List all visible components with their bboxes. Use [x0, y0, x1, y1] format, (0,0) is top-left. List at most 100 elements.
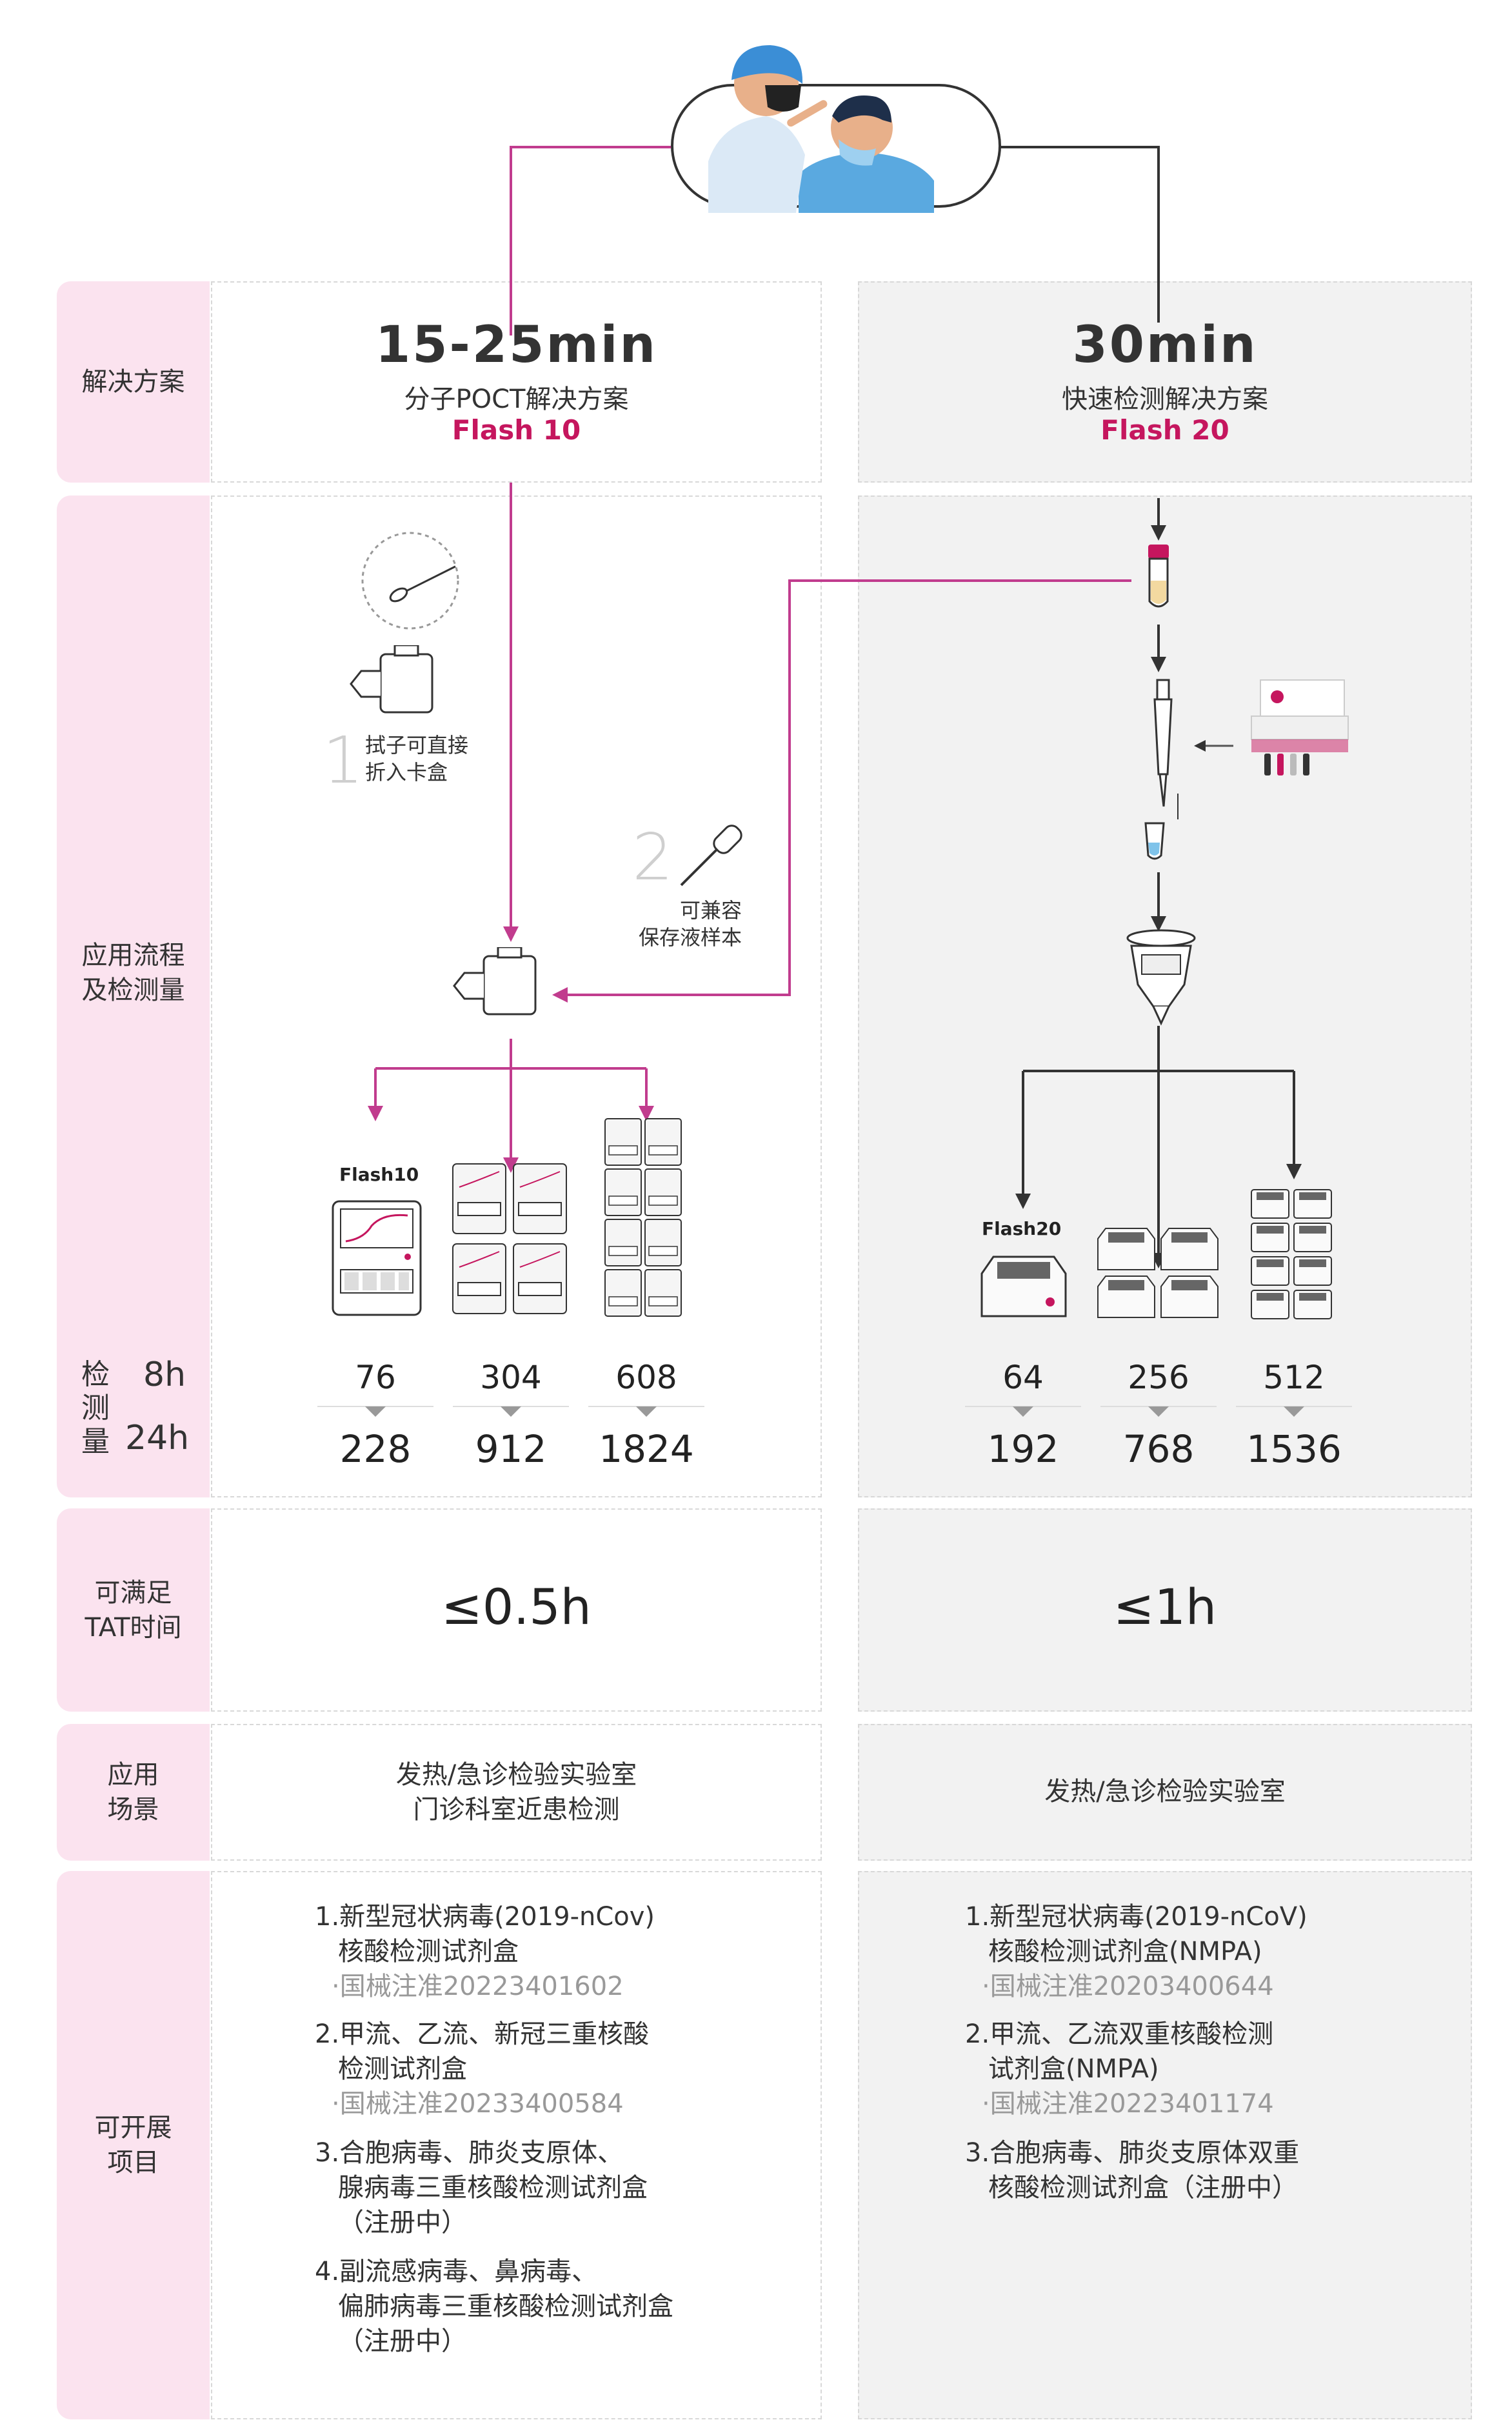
panel-left-solution: [211, 281, 822, 483]
right-project-1-line-3: ·国械注准20203400644: [982, 1972, 1274, 2001]
step2-line1: 可兼容: [679, 898, 742, 923]
left-project-3-line-1: 3.合胞病毒、肺炎支原体、: [315, 2138, 624, 2168]
label-process-line1: 应用流程: [81, 941, 185, 970]
right-count-8h-1: 256: [1128, 1359, 1189, 1396]
right-time: 30min: [1072, 316, 1258, 374]
flash10-label: Flash10: [339, 1164, 419, 1185]
right-count-8h-0: 64: [1002, 1359, 1044, 1396]
right-project-2: 2.甲流、乙流双重核酸检测试剂盒(NMPA) ·国械注准20223401174: [965, 2017, 1274, 2121]
step2-text: 可兼容 保存液样本: [632, 897, 742, 951]
left-scene: 发热/急诊检验实验室 门诊科室近患检测: [211, 1757, 822, 1827]
left-count-8h-2: 608: [615, 1359, 677, 1396]
flash20-device-single: [980, 1256, 1067, 1317]
label-process-line2: 及检测量: [81, 975, 185, 1005]
label-solution-text: 解决方案: [81, 367, 185, 397]
label-scene-line1: 应用: [107, 1760, 159, 1790]
left-project-4-line-2: 偏肺病毒三重核酸检测试剂盒: [338, 2292, 673, 2321]
left-project-2-line-2: 检测试剂盒: [338, 2054, 467, 2084]
right-project-3-line-2: 核酸检测试剂盒（注册中）: [988, 2173, 1298, 2203]
step1-line1: 拭子可直接: [365, 733, 469, 757]
left-count-24h-0: 228: [339, 1427, 412, 1471]
label-tat-line2: TAT时间: [85, 1612, 182, 1643]
connector-top-right: [999, 146, 1160, 323]
cartridge-icon-right: [1126, 929, 1196, 1026]
swab-icon: [361, 532, 459, 630]
panel-left-tat: [211, 1508, 822, 1712]
flow-left-split: [375, 1039, 646, 1070]
left-project-2-line-1: 2.甲流、乙流、新冠三重核酸: [315, 2019, 650, 2049]
left-product: Flash 10: [452, 414, 581, 446]
label-projects-line2: 项目: [107, 2148, 159, 2177]
left-count-24h-2: 1824: [599, 1427, 694, 1471]
right-scene: 发热/急诊检验实验室: [1044, 1777, 1286, 1806]
cartridge-icon-step1: [350, 645, 433, 714]
step1-line2: 折入卡盒: [365, 760, 448, 785]
label-detection-24h: 24h: [125, 1419, 190, 1457]
label-detection-char2: 测: [81, 1392, 110, 1425]
label-tat-line1: 可满足: [94, 1577, 172, 1608]
left-project-3: 3.合胞病毒、肺炎支原体、腺病毒三重核酸检测试剂盒（注册中）: [315, 2136, 648, 2240]
left-project-4-line-3: （注册中）: [338, 2326, 467, 2356]
right-count-24h-1: 768: [1122, 1427, 1195, 1471]
patient-icon: [799, 95, 934, 213]
right-project-1: 1.新型冠状病毒(2019-nCoV) 核酸检测试剂盒(NMPA) ·国械注准202…: [965, 1899, 1308, 2004]
right-project-2-line-2: 试剂盒(NMPA): [988, 2054, 1159, 2084]
right-count-8h-2: 512: [1263, 1359, 1325, 1396]
label-process: [57, 495, 210, 1497]
left-project-2: 2.甲流、乙流、新冠三重核酸检测试剂盒 ·国械注准20233400584: [315, 2017, 649, 2121]
panel-right-scene: [858, 1724, 1472, 1861]
right-project-2-line-1: 2.甲流、乙流双重核酸检测: [965, 2019, 1274, 2049]
flash20-label: Flash20: [982, 1218, 1062, 1239]
flash20-device-8x: [1251, 1189, 1332, 1319]
left-scene-line2: 门诊科室近患检测: [413, 1795, 620, 1825]
flash10-device-single: [332, 1200, 422, 1316]
left-project-4: 4.副流感病毒、鼻病毒、偏肺病毒三重核酸检测试剂盒（注册中）: [315, 2254, 673, 2359]
label-detection-char1: 检: [81, 1358, 110, 1391]
panel-right-solution: [858, 281, 1472, 483]
label-detection-char3: 量: [81, 1425, 110, 1458]
left-count-arrow-0: [317, 1405, 433, 1419]
dropper-icon: [680, 825, 742, 886]
left-count-24h-1: 912: [475, 1427, 547, 1471]
label-tat: 可满足 TAT时间: [57, 1508, 210, 1712]
label-process-text: 应用流程 及检测量: [57, 938, 210, 1008]
panel-left-scene: [211, 1724, 822, 1861]
left-scene-line1: 发热/急诊检验实验室: [395, 1760, 637, 1790]
left-project-1-line-3: ·国械注准20223401602: [332, 1972, 624, 2001]
left-count-8h-1: 304: [480, 1359, 542, 1396]
reagent-kit-icon: [1251, 679, 1349, 775]
right-project-1-line-1: 1.新型冠状病毒(2019-nCoV): [965, 1902, 1308, 1932]
cartridge-icon-main: [453, 947, 537, 1015]
right-project-2-line-3: ·国械注准20223401174: [982, 2089, 1274, 2119]
left-solution: 分子POCT解决方案: [404, 385, 629, 414]
right-solution: 快速检测解决方案: [1062, 385, 1268, 414]
step1-number: 1: [323, 723, 364, 798]
right-count-24h-0: 192: [987, 1427, 1059, 1471]
sample-tube-icon: [1148, 545, 1169, 608]
label-detection-8h: 8h: [143, 1356, 186, 1394]
left-project-1: 1.新型冠状病毒(2019-nCov)核酸检测试剂盒·国械注准202234016…: [315, 1899, 655, 2004]
right-project-3-line-1: 3.合胞病毒、肺炎支原体双重: [965, 2138, 1300, 2168]
label-projects: 可开展 项目: [57, 1871, 210, 2419]
left-time: 15-25min: [375, 316, 657, 374]
left-count-arrow-1: [453, 1405, 569, 1419]
left-count-arrow-2: [588, 1405, 704, 1419]
doctor-icon: [708, 45, 828, 213]
left-project-3-line-3: （注册中）: [338, 2208, 467, 2237]
left-project-2-line-3: ·国械注准20233400584: [332, 2089, 624, 2119]
pipette-icon: [1144, 679, 1179, 860]
right-count-arrow-2: [1236, 1405, 1352, 1419]
label-projects-line1: 可开展: [94, 2113, 172, 2143]
left-project-1-line-1: 1.新型冠状病毒(2019-nCov): [315, 1902, 655, 1932]
right-product: Flash 20: [1100, 414, 1229, 446]
connector-top-left: [510, 146, 671, 335]
flash10-device-4x: [452, 1163, 567, 1314]
label-scene-line2: 场景: [107, 1795, 159, 1825]
doctor-swab-illustration: [671, 45, 1001, 213]
right-project-3: 3.合胞病毒、肺炎支原体双重核酸检测试剂盒（注册中）: [965, 2136, 1299, 2205]
flow-right-split: [1023, 1026, 1294, 1072]
flash20-device-4x: [1097, 1228, 1219, 1318]
panel-left-projects: [211, 1871, 822, 2419]
right-project-1-line-2: 核酸检测试剂盒(NMPA): [988, 1937, 1262, 1966]
